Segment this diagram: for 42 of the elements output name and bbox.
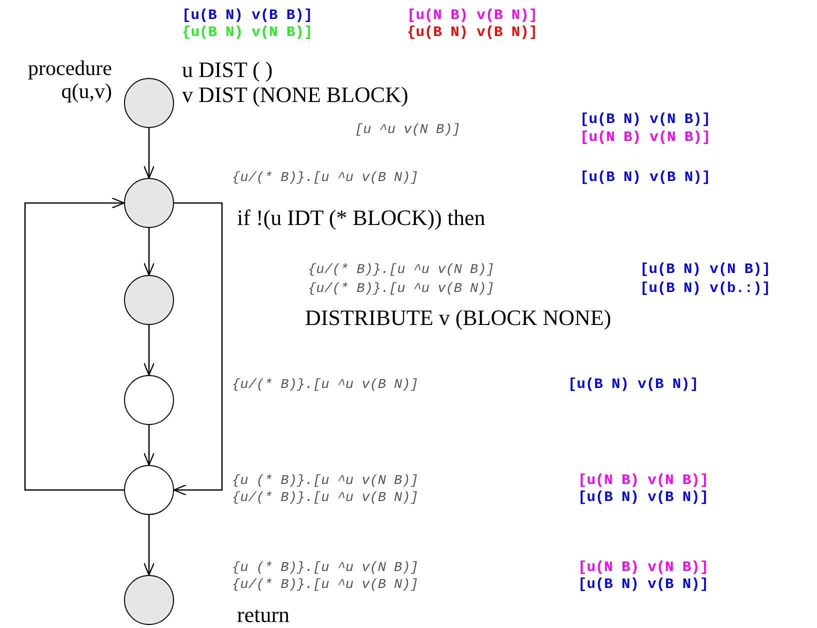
state-circle [124,275,174,325]
procedure-label: procedure q(u,v) [27,57,112,103]
arrow [143,515,155,576]
code-statement: u DIST ( ) [182,59,273,81]
path-expression: {u (* B)}.[u ^u v(N B)] [232,475,418,488]
code-statement: return [237,604,290,626]
state-annotation: [u(B N) v(B N)] [578,491,709,506]
arrow [143,325,155,376]
state-annotation: [u(N B) v(N B)] [578,561,709,576]
path-expression: {u/(* B)}.[u ^u v(N B)] [308,264,494,278]
arrow [143,425,155,466]
state-circle [124,465,174,515]
state-annotation: [u(B N) v(B B)] [182,9,313,24]
arrow [143,228,155,276]
path-expression: {u/(* B)}.[u ^u v(B N)] [232,492,418,506]
path-expression: {u/(* B)}.[u ^u v(B N)] [232,579,418,592]
arrow [173,202,223,496]
state-annotation: {u(B N) v(N B)] [182,26,313,40]
code-statement: v DIST (NONE BLOCK) [182,84,408,106]
state-circle [124,575,174,625]
path-expression: {u/(* B)}.[u ^u v(B N)] [232,172,418,186]
state-annotation: [u(N B) v(N B)] [580,131,711,146]
state-annotation: [u(B N) v(b.:)] [640,282,771,296]
code-statement: DISTRIBUTE v (BLOCK NONE) [305,307,612,329]
state-annotation: [u(B N) v(B N)] [578,578,709,592]
state-circle [124,178,174,228]
path-expression: [u ^u v(N B)] [355,124,460,138]
state-annotation: [u(B N) v(B N)] [580,171,711,186]
arrow [143,128,155,179]
state-annotation: [u(B N) v(N B)] [580,113,711,128]
state-annotation: [u(N B) v(N B)] [578,474,709,488]
code-statement: if !(u IDT (* BLOCK)) then [237,207,486,229]
state-circle [124,78,174,128]
path-expression: {u (* B)}.[u ^u v(N B)] [232,562,418,576]
state-circle [124,375,174,425]
path-expression: {u/(* B)}.[u ^u v(B N)] [232,379,418,392]
state-annotation: [u(N B) v(B N)] [407,9,538,24]
arrow [24,197,125,491]
state-annotation: [u(B N) v(N B)] [640,263,771,278]
state-annotation: {u(B N) v(B N)] [407,26,538,40]
path-expression: {u/(* B)}.[u ^u v(B N)] [308,283,494,296]
state-annotation: [u(B N) v(B N)] [568,378,699,392]
